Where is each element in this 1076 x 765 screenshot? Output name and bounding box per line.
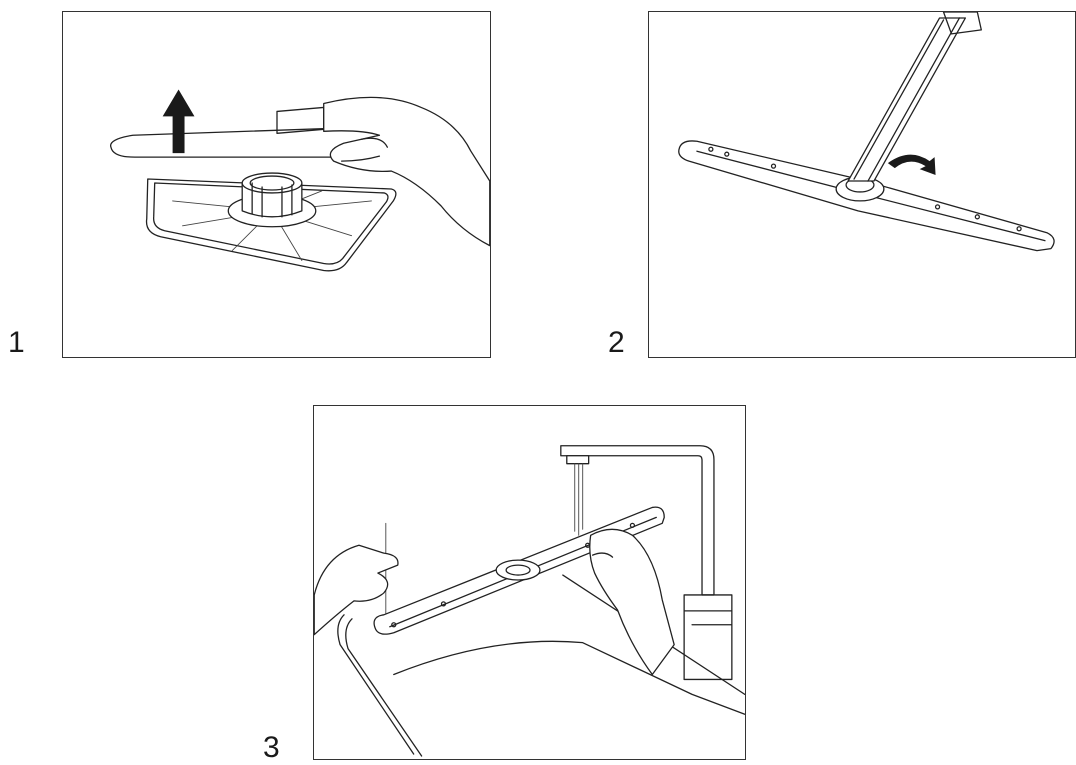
rotate-arrow-icon [887, 154, 936, 176]
lift-filter-illustration [110, 89, 490, 272]
step-3-number: 3 [263, 731, 280, 764]
up-arrow-icon [162, 89, 195, 154]
faucet-icon [560, 445, 733, 681]
step-2-number: 2 [608, 326, 625, 359]
step-2-panel [648, 11, 1076, 358]
step-1-number: 1 [8, 326, 25, 359]
unscrew-spray-arm-illustration [678, 12, 1055, 252]
rinse-spray-arm-illustration [314, 445, 745, 757]
step-1-panel [62, 11, 491, 358]
step-3-panel [313, 405, 746, 760]
